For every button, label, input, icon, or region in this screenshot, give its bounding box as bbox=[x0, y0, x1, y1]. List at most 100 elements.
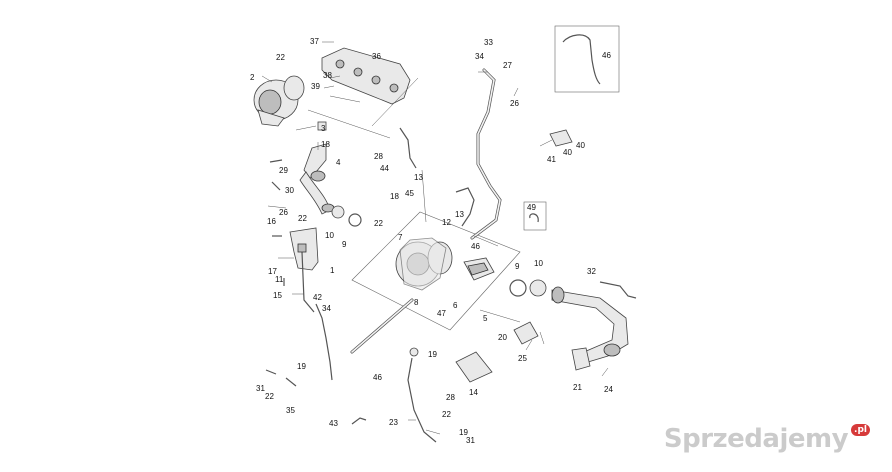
small-part-43 bbox=[351, 417, 367, 425]
callout-1: 1 bbox=[330, 266, 335, 275]
callout-17: 17 bbox=[268, 267, 277, 276]
watermark-badge: .pl bbox=[851, 424, 870, 436]
actuator bbox=[463, 257, 495, 281]
inset-hose bbox=[562, 34, 601, 85]
callout-5: 5 bbox=[483, 314, 488, 323]
callout-42: 42 bbox=[313, 293, 322, 302]
coolant-hose-long bbox=[470, 68, 502, 240]
callout-21: 21 bbox=[573, 383, 582, 392]
return-line bbox=[455, 187, 475, 227]
callout-44: 44 bbox=[380, 164, 389, 173]
watermark-text: Sprzedajemy bbox=[663, 424, 849, 454]
flange-gasket bbox=[513, 321, 539, 345]
callout-18b: 18 bbox=[390, 192, 399, 201]
small-fitting bbox=[317, 121, 327, 131]
hose-44 bbox=[399, 127, 417, 169]
o-ring-left bbox=[348, 213, 362, 227]
callout-6: 6 bbox=[453, 301, 458, 310]
callout-18: 18 bbox=[321, 140, 330, 149]
callout-40b: 40 bbox=[576, 141, 585, 150]
callout-12: 12 bbox=[442, 218, 451, 227]
callout-8: 8 bbox=[414, 298, 419, 307]
turbocharger-main bbox=[395, 237, 453, 291]
callout-22: 22 bbox=[276, 53, 285, 62]
clip-frame bbox=[523, 201, 547, 231]
callout-15: 15 bbox=[273, 291, 282, 300]
callout-32: 32 bbox=[587, 267, 596, 276]
callout-14: 14 bbox=[469, 388, 478, 397]
callout-31b: 31 bbox=[466, 436, 475, 445]
callout-34: 34 bbox=[475, 52, 484, 61]
center-assembly-frame bbox=[351, 211, 521, 331]
callout-38: 38 bbox=[323, 71, 332, 80]
callout-9b: 9 bbox=[515, 262, 520, 271]
callout-10b: 10 bbox=[534, 259, 543, 268]
clamp-left bbox=[331, 205, 345, 219]
watermark-logo: Sprzedajemy .pl bbox=[664, 424, 870, 454]
callout-7: 7 bbox=[398, 233, 403, 242]
callout-13: 13 bbox=[414, 173, 423, 182]
mounting-bracket bbox=[289, 227, 319, 313]
clamp-right bbox=[529, 279, 547, 297]
bolt-group bbox=[265, 159, 297, 387]
callout-28b: 28 bbox=[446, 393, 455, 402]
callout-36: 36 bbox=[372, 52, 381, 61]
callout-13b: 13 bbox=[455, 210, 464, 219]
callout-29: 29 bbox=[279, 166, 288, 175]
callout-11: 11 bbox=[275, 275, 284, 284]
callout-27: 27 bbox=[503, 61, 512, 70]
callout-34b: 34 bbox=[322, 304, 331, 313]
callout-46b: 46 bbox=[471, 242, 480, 251]
callout-10: 10 bbox=[325, 231, 334, 240]
callout-9: 9 bbox=[342, 240, 347, 249]
callout-33: 33 bbox=[484, 38, 493, 47]
callout-19: 19 bbox=[297, 362, 306, 371]
tube-23 bbox=[407, 357, 437, 443]
callout-22e: 22 bbox=[442, 410, 451, 419]
callout-46: 46 bbox=[602, 51, 611, 60]
callout-19b: 19 bbox=[428, 350, 437, 359]
callout-45: 45 bbox=[405, 189, 414, 198]
callout-16: 16 bbox=[267, 217, 276, 226]
oil-feed-pipe bbox=[315, 303, 333, 381]
callout-46c: 46 bbox=[373, 373, 382, 382]
callout-20: 20 bbox=[498, 333, 507, 342]
callout-3: 3 bbox=[321, 124, 326, 133]
gasket-strip bbox=[295, 125, 317, 131]
callout-23: 23 bbox=[389, 418, 398, 427]
callout-22b: 22 bbox=[298, 214, 307, 223]
callout-26: 26 bbox=[279, 208, 288, 217]
callout-4: 4 bbox=[336, 158, 341, 167]
small-bracket bbox=[549, 129, 573, 147]
callout-25: 25 bbox=[518, 354, 527, 363]
callout-26b: 26 bbox=[510, 99, 519, 108]
callout-41: 41 bbox=[547, 155, 556, 164]
callout-40: 40 bbox=[563, 148, 572, 157]
leader-lines bbox=[261, 41, 609, 435]
callout-19c: 19 bbox=[459, 428, 468, 437]
callout-35: 35 bbox=[286, 406, 295, 415]
sensor-lead bbox=[599, 281, 637, 299]
callout-37: 37 bbox=[310, 37, 319, 46]
o-ring-right bbox=[509, 279, 527, 297]
callout-49: 49 bbox=[527, 203, 536, 212]
callout-28: 28 bbox=[374, 152, 383, 161]
elbow-pipe bbox=[299, 143, 335, 215]
charge-air-pipe bbox=[551, 286, 629, 371]
callout-43: 43 bbox=[329, 419, 338, 428]
exhaust-manifold bbox=[321, 47, 411, 105]
clip-49 bbox=[529, 213, 539, 223]
callout-22d: 22 bbox=[265, 392, 274, 401]
banjo-fitting bbox=[409, 347, 419, 357]
callout-30: 30 bbox=[285, 186, 294, 195]
callout-2: 2 bbox=[250, 73, 255, 82]
callout-22c: 22 bbox=[374, 219, 383, 228]
cover-plate bbox=[455, 351, 493, 383]
callout-24: 24 bbox=[604, 385, 613, 394]
turbocharger-upper bbox=[253, 75, 305, 127]
callout-31: 31 bbox=[256, 384, 265, 393]
callout-47: 47 bbox=[437, 309, 446, 318]
inset-frame bbox=[554, 25, 620, 93]
